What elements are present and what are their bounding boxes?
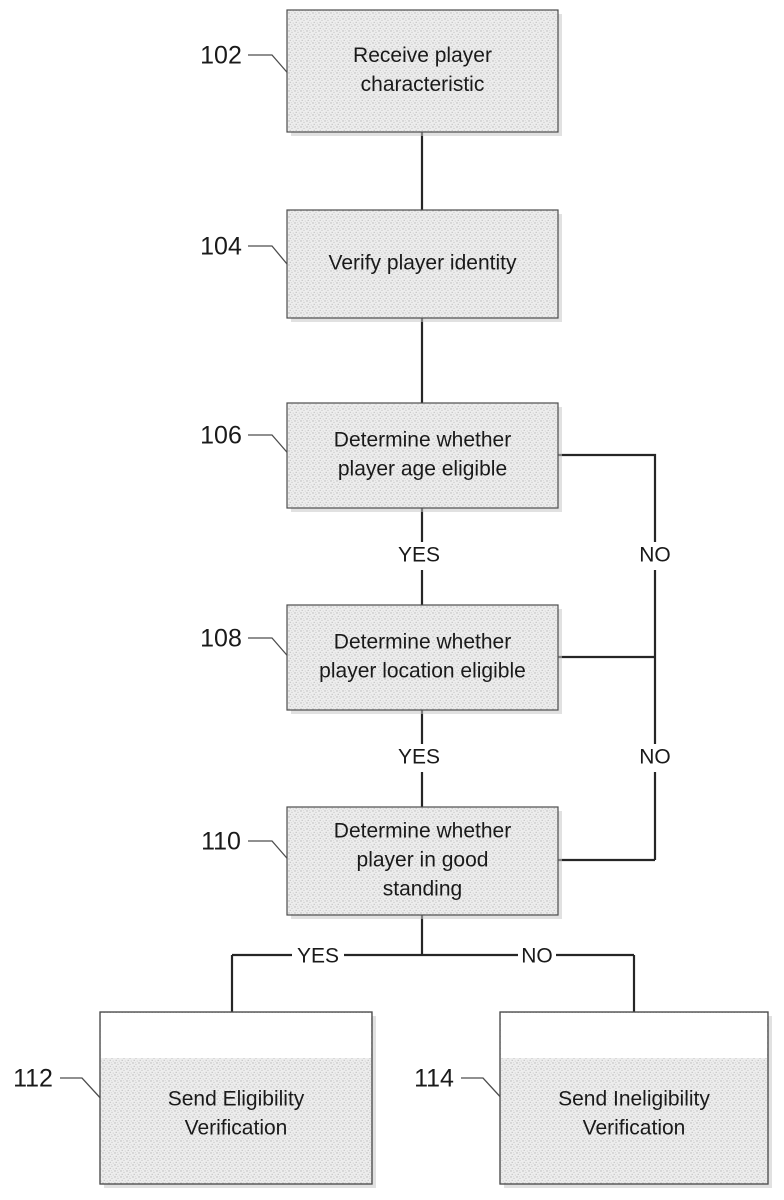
box-label-line: characteristic <box>361 73 485 96</box>
box-top-blank-area <box>101 1013 371 1058</box>
box-label-line: Verification <box>185 1117 288 1140</box>
reference-numerals-layer: 102 104 106 108 110 112 114 <box>13 42 454 1093</box>
edge-label-backdrop <box>518 943 556 971</box>
box-outline <box>286 209 559 319</box>
box-outline <box>286 402 559 509</box>
box-label-line: Verify player identity <box>329 252 517 275</box>
edge-label-no-108: NO <box>636 744 674 772</box>
edge-label-backdrop <box>292 943 344 971</box>
ref-114: 114 <box>414 1065 454 1093</box>
lead-112 <box>60 1077 105 1103</box>
box-outline-overlay <box>499 1011 769 1185</box>
box-label-line: player age eligible <box>338 458 507 481</box>
box-outline <box>286 806 559 916</box>
edge-label-yes-110: YES <box>292 943 344 971</box>
box-top-blank-area <box>501 1013 767 1058</box>
edge-label-text: YES <box>297 945 339 968</box>
box-label-line: Determine whether <box>334 429 511 452</box>
box-outline <box>286 604 559 711</box>
edge-label-yes-106: YES <box>393 542 445 570</box>
edge-label-yes-108: YES <box>393 744 445 772</box>
edge-label-backdrop <box>393 542 445 570</box>
box-label-line: Determine whether <box>334 631 511 654</box>
lead-104 <box>248 245 293 271</box>
process-box-determine-player-location-eligible: Determine whether player location eligibl… <box>286 604 562 714</box>
lead-102 <box>248 54 293 79</box>
edge-label-text: NO <box>639 544 671 567</box>
box-label-line: standing <box>383 878 462 901</box>
lead-108 <box>248 637 293 662</box>
lead-114 <box>461 1077 506 1103</box>
ref-112: 112 <box>13 1065 53 1093</box>
lead-106 <box>248 434 293 459</box>
edge-label-no-110: NO <box>518 943 556 971</box>
connectors-layer <box>230 132 657 1012</box>
box-label-line: Verification <box>583 1117 686 1140</box>
process-box-determine-player-good-standing: Determine whether player in good standing <box>286 806 562 919</box>
box-label-line: player location eligible <box>319 660 526 683</box>
edge-label-text: NO <box>521 945 553 968</box>
edge-label-backdrop <box>636 542 674 570</box>
box-label-line: player in good <box>357 849 489 872</box>
edge-106-no <box>558 453 657 860</box>
process-box-verify-player-identity: Verify player identity <box>286 209 562 322</box>
ref-110: 110 <box>201 828 241 856</box>
box-outline <box>286 9 559 133</box>
edge-labels-layer: YES NO YES NO YES NO <box>292 542 674 971</box>
lead-lines-layer <box>60 54 506 1103</box>
ref-104: 104 <box>200 233 242 261</box>
ref-108: 108 <box>200 625 242 653</box>
edge-label-text: NO <box>639 746 671 769</box>
box-label-line: Receive player <box>353 44 492 67</box>
box-label-line: Send Eligibility <box>168 1088 305 1111</box>
process-box-receive-player-characteristic: Receive player characteristic <box>286 9 562 136</box>
ref-106: 106 <box>200 422 242 450</box>
edge-label-no-106: NO <box>636 542 674 570</box>
box-label-line: Send Ineligibility <box>558 1088 710 1111</box>
process-box-determine-player-age-eligible: Determine whether player age eligible <box>286 402 562 512</box>
box-label-line: Determine whether <box>334 820 511 843</box>
edge-label-backdrop <box>636 744 674 772</box>
edge-label-text: YES <box>398 544 440 567</box>
edge-label-text: YES <box>398 746 440 769</box>
box-outline-overlay <box>99 1011 373 1185</box>
ref-102: 102 <box>200 42 242 70</box>
lead-110 <box>248 840 293 865</box>
edge-label-backdrop <box>393 744 445 772</box>
